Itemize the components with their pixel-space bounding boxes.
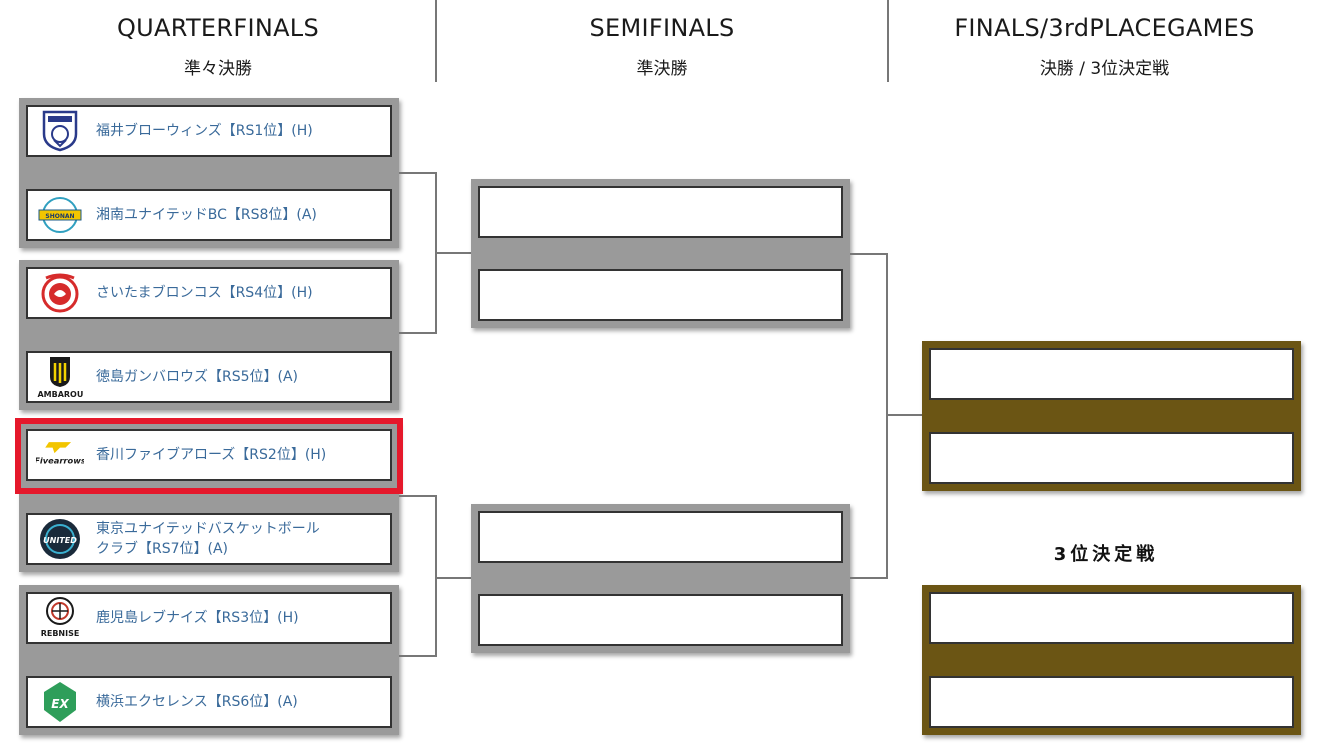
broncos-logo-icon <box>36 271 84 315</box>
fivearrows-wordmark: Fivearrows <box>36 455 84 465</box>
sf1-slot-bottom[interactable] <box>478 269 843 321</box>
team-name-shonan: 湘南ユナイテッドBC【RS8位】(A) <box>96 207 317 223</box>
final-slot-bottom[interactable] <box>929 432 1294 484</box>
finals-subtitle: 決勝 / 3位決定戦 <box>1039 59 1170 79</box>
qf-match-4: REBNISE 鹿児島レブナイズ【RS3位】(H) EX 横浜エクセレンス【RS… <box>19 585 399 735</box>
quarterfinals-title: QUARTERFINALS <box>116 14 320 42</box>
third-place-label: 3位決定戦 <box>1053 544 1159 565</box>
connector-sf1-in <box>437 252 471 254</box>
third-place-match <box>922 585 1301 735</box>
svg-text:SHONAN: SHONAN <box>45 213 74 220</box>
connector-sf1-sf2 <box>850 253 888 579</box>
quarterfinals-header: QUARTERFINALS 準々決勝 <box>0 0 436 79</box>
sf2-slot-bottom[interactable] <box>478 594 843 646</box>
qf-slot-kagoshima[interactable]: REBNISE 鹿児島レブナイズ【RS3位】(H) <box>26 592 392 644</box>
rebnise-logo-icon: REBNISE <box>36 596 84 640</box>
qf-slot-yokohama[interactable]: EX 横浜エクセレンス【RS6位】(A) <box>26 676 392 728</box>
qf-slot-tokushima[interactable]: GAMBAROUS 徳島ガンバロウズ【RS5位】(A) <box>26 351 392 403</box>
header-divider-2 <box>887 0 889 82</box>
team-name-saitama: さいたまブロンコス【RS4位】(H) <box>96 285 313 301</box>
qf-slot-tokyo-united[interactable]: UNITED 東京ユナイテッドバスケットボール クラブ【RS7位】(A) <box>26 513 392 565</box>
quarterfinals-subtitle: 準々決勝 <box>184 59 252 79</box>
semifinals-header: SEMIFINALS 準決勝 <box>437 0 887 79</box>
connector-final-in <box>888 414 922 416</box>
qf-highlight-frame: Fivearrows 香川ファイブアローズ【RS2位】(H) <box>15 418 403 494</box>
team-name-yokohama: 横浜エクセレンス【RS6位】(A) <box>96 694 298 710</box>
qf-slot-fukui[interactable]: 福井ブローウィンズ【RS1位】(H) <box>26 105 392 157</box>
fivearrows-logo-icon: Fivearrows <box>36 433 84 477</box>
sf1-slot-top[interactable] <box>478 186 843 238</box>
team-name-kagoshima: 鹿児島レブナイズ【RS3位】(H) <box>96 610 299 626</box>
qf-match-1: 福井ブローウィンズ【RS1位】(H) SHONAN 湘南ユナイテッドBC【RS8… <box>19 98 399 248</box>
blowinds-logo-icon <box>36 109 84 153</box>
team-name-kagawa: 香川ファイブアローズ【RS2位】(H) <box>96 447 327 463</box>
gambarous-wordmark: GAMBAROUS <box>37 390 83 399</box>
qf-match-2: さいたまブロンコス【RS4位】(H) GAMBAROUS 徳島ガンバロウズ【RS… <box>19 260 399 410</box>
header-divider-1 <box>435 0 437 82</box>
excellence-logo-icon: EX <box>36 680 84 724</box>
rebnise-wordmark: REBNISE <box>41 629 80 638</box>
final-match <box>922 341 1301 491</box>
finals-header: FINALS/3rdPLACEGAMES 決勝 / 3位決定戦 <box>889 0 1320 79</box>
shonan-united-logo-icon: SHONAN <box>36 193 84 237</box>
semifinals-title: SEMIFINALS <box>589 14 735 42</box>
third-slot-bottom[interactable] <box>929 676 1294 728</box>
qf-slot-saitama[interactable]: さいたまブロンコス【RS4位】(H) <box>26 267 392 319</box>
ex-wordmark: EX <box>51 697 69 711</box>
team-name-fukui: 福井ブローウィンズ【RS1位】(H) <box>96 123 313 139</box>
final-slot-top[interactable] <box>929 348 1294 400</box>
team-name-tokyo-united: 東京ユナイテッドバスケットボール クラブ【RS7位】(A) <box>96 521 320 557</box>
tokyo-united-logo-icon: UNITED <box>36 517 84 561</box>
finals-title: FINALS/3rdPLACEGAMES <box>954 14 1255 42</box>
qf-slot-shonan[interactable]: SHONAN 湘南ユナイテッドBC【RS8位】(A) <box>26 189 392 241</box>
sf-match-2 <box>471 504 850 653</box>
sf2-slot-top[interactable] <box>478 511 843 563</box>
gambarous-logo-icon: GAMBAROUS <box>36 355 84 399</box>
connector-qf1-qf2 <box>399 172 437 334</box>
united-wordmark: UNITED <box>43 536 77 545</box>
third-slot-top[interactable] <box>929 592 1294 644</box>
qf-slot-kagawa[interactable]: Fivearrows 香川ファイブアローズ【RS2位】(H) <box>26 429 392 481</box>
semifinals-subtitle: 準決勝 <box>636 59 688 79</box>
team-name-tokushima: 徳島ガンバロウズ【RS5位】(A) <box>96 369 299 385</box>
sf-match-1 <box>471 179 850 328</box>
connector-qf3-qf4 <box>399 495 437 657</box>
connector-sf2-in <box>437 577 471 579</box>
